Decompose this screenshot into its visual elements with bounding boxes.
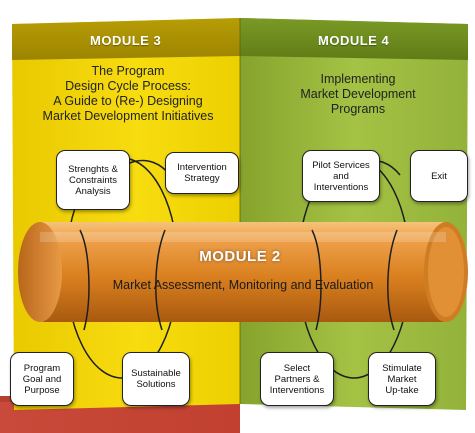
module3-title-line: A Guide to (Re-) Designing: [53, 94, 203, 108]
module4-title-line: Implementing: [320, 72, 396, 86]
module4-heading: MODULE 4: [318, 33, 390, 48]
module3-title-line: Design Cycle Process:: [65, 79, 191, 93]
box-exit: Exit: [410, 150, 468, 202]
module3-title: The Program Design Cycle Process: A Guid…: [18, 64, 238, 124]
box-stimulate-market-uptake: Stimulate Market Up-take: [368, 352, 436, 406]
module3-title-line: Market Development Initiatives: [42, 109, 214, 123]
module3-title-line: The Program: [91, 64, 165, 78]
box-sustainable-solutions: Sustainable Solutions: [122, 352, 190, 406]
module4-title-line: Programs: [330, 102, 386, 116]
box-program-goal-purpose: Program Goal and Purpose: [10, 352, 74, 406]
module3-header-band: [12, 18, 240, 60]
box-select-partners-interventions: Select Partners & Interventions: [260, 352, 334, 406]
module3-heading: MODULE 3: [90, 33, 162, 48]
module2-cylinder: [18, 222, 468, 322]
module4-title: Implementing Market Development Programs: [258, 72, 458, 117]
box-intervention-strategy: Intervention Strategy: [165, 152, 239, 194]
box-strengths-constraints-analysis: Strenghts & Constraints Analysis: [56, 150, 130, 210]
module2-subtitle: Market Assessment, Monitoring and Evalua…: [112, 278, 374, 292]
module4-header-band: [240, 18, 468, 60]
module2-heading: MODULE 2: [199, 248, 281, 265]
module4-title-line: Market Development: [300, 87, 416, 101]
cycle-loops-front: [79, 229, 398, 331]
box-pilot-services-interventions: Pilot Services and Interventions: [302, 150, 380, 202]
